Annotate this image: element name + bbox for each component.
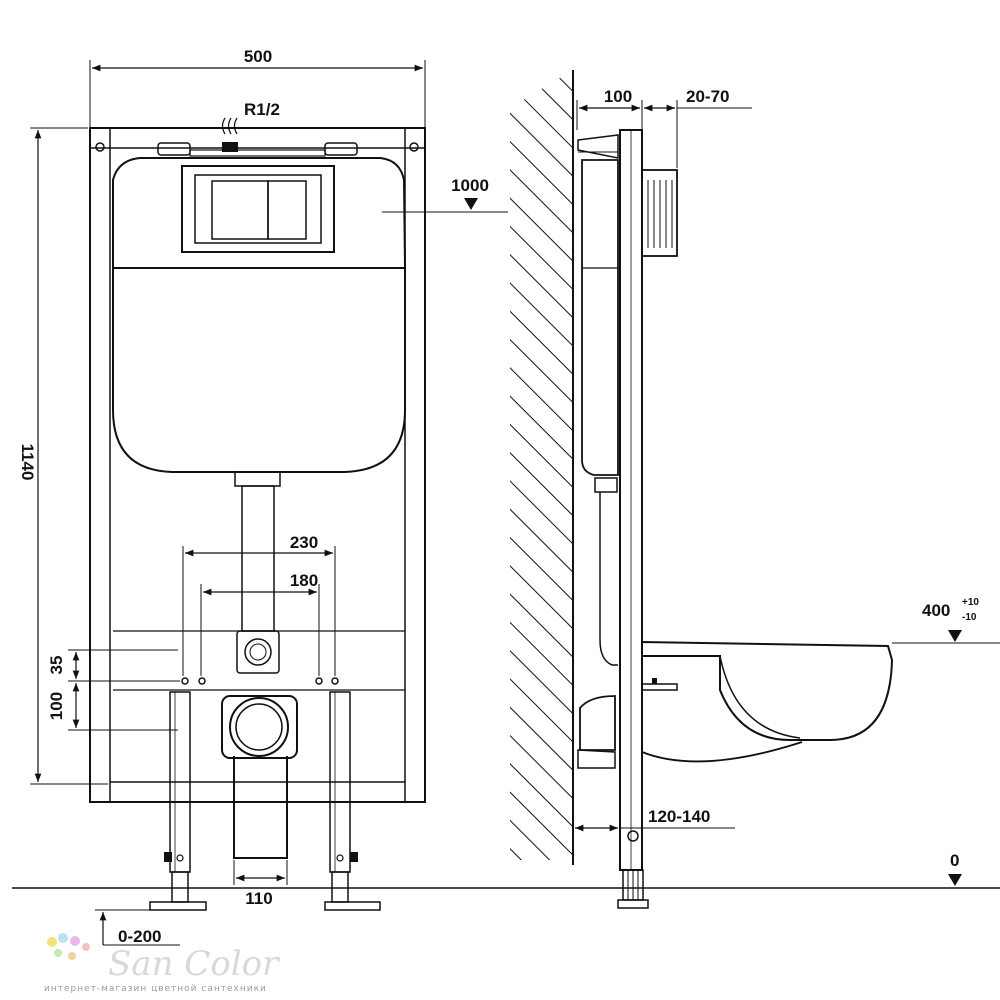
dim-seat-tol-plus: +10 — [962, 597, 979, 608]
watermark-tagline: интернет-магазин цветной сантехники — [44, 984, 267, 994]
dim-wall-finish: 20-70 — [686, 87, 729, 106]
toilet-bowl — [641, 640, 894, 741]
side-dimensions: 100 20-70 400 +10 -10 120-140 0 — [575, 87, 1000, 886]
drain-connector — [221, 695, 298, 859]
front-dimensions: 500 R1/2 1140 1000 230 180 35 100 110 — [18, 47, 508, 946]
side-view — [510, 70, 894, 909]
dim-foot-depth: 120-140 — [648, 807, 710, 826]
dim-stud-spacing-outer: 230 — [290, 533, 318, 552]
front-view — [89, 117, 426, 911]
dim-frame-height: 1140 — [18, 444, 37, 481]
side-cistern — [581, 159, 619, 476]
dim-pipe-thread: R1/2 — [244, 100, 280, 119]
flush-plate — [181, 165, 335, 253]
frame-outer — [89, 127, 426, 803]
dim-leg-adjust: 0-200 — [118, 927, 161, 946]
flush-button-right — [267, 180, 307, 240]
dim-drain-width: 110 — [245, 889, 272, 908]
screw-top-left — [95, 142, 105, 152]
dim-frame-width: 500 — [244, 47, 272, 66]
flush-button-left — [211, 180, 269, 240]
water-inlet-icon — [221, 117, 238, 152]
dim-seat-height: 400 — [922, 601, 950, 620]
screw-top-right — [409, 142, 419, 152]
dim-stud-offset-large: 100 — [47, 692, 66, 720]
dim-seat-tol-minus: -10 — [962, 612, 977, 623]
watermark-logo: San Color интернет-магазин цветной санте… — [44, 933, 280, 994]
dim-frame-depth: 100 — [604, 87, 632, 106]
dim-stud-spacing-inner: 180 — [290, 571, 318, 590]
dim-stud-offset-small: 35 — [47, 656, 66, 675]
leg-left — [149, 691, 207, 911]
wall-hatch — [510, 70, 573, 860]
watermark-brand: San Color — [108, 944, 280, 984]
dim-floor-level: 0 — [950, 851, 959, 870]
dim-actuator-height: 1000 — [451, 176, 489, 195]
side-flush-plate — [641, 169, 678, 257]
leg-right — [324, 691, 381, 911]
